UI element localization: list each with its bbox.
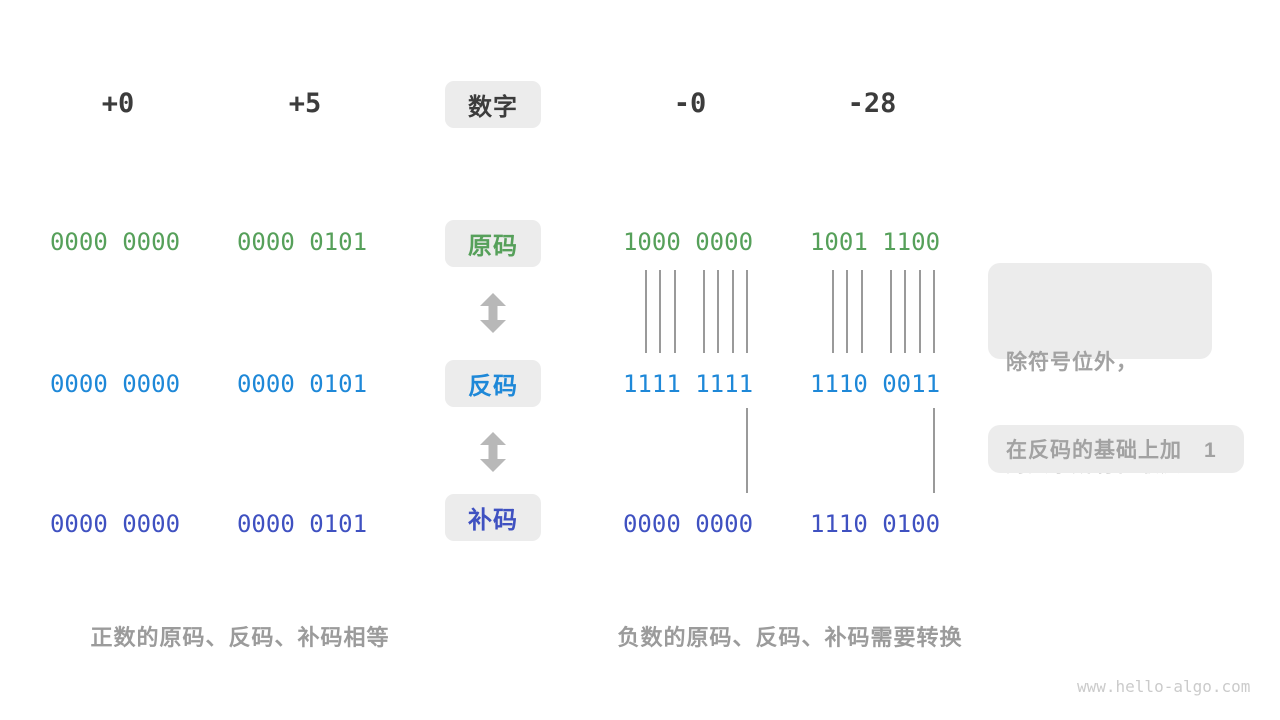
ones-complement-value-pos-zero: 0000 0000 (49, 370, 181, 398)
ones-complement-value-pos-five: 0000 0101 (236, 370, 368, 398)
watermark-url: www.hello-algo.com (1077, 677, 1251, 696)
invert-bits-note: 除符号位外， 对其余所有位取反 (988, 263, 1212, 476)
bit-connector-line (645, 270, 647, 353)
header-label-pos-five: +5 (288, 88, 322, 119)
bit-connector-line (746, 270, 748, 353)
bit-connector-line (703, 270, 705, 353)
bit-connector-line (919, 270, 921, 353)
positive-numbers-caption: 正数的原码、反码、补码相等 (90, 625, 390, 650)
bit-connector-line (832, 270, 834, 353)
sign-magnitude-value-pos-five: 0000 0101 (236, 228, 368, 256)
bit-connector-line (732, 270, 734, 353)
twos-complement-value-neg-28: 1110 0100 (809, 510, 941, 538)
twos-complement-value-pos-zero: 0000 0000 (49, 510, 181, 538)
header-label-neg-zero: -0 (673, 88, 707, 119)
ones-complement-tag-box: 反码 (445, 360, 541, 407)
add-one-note: 在反码的基础上加 1 (988, 425, 1244, 473)
sign-magnitude-value-neg-zero: 1000 0000 (622, 228, 754, 256)
invert-bits-note-line1: 除符号位外， (1006, 351, 1138, 374)
bit-connector-line (674, 270, 676, 353)
header-label-neg-28: -28 (847, 88, 897, 119)
bit-connector-line (933, 270, 935, 353)
number-tag-box: 数字 (445, 81, 541, 128)
up-down-arrow-icon (480, 432, 506, 472)
bit-connector-line (890, 270, 892, 353)
sign-magnitude-value-pos-zero: 0000 0000 (49, 228, 181, 256)
bit-connector-line (846, 270, 848, 353)
bit-connector-line (659, 270, 661, 353)
bit-connector-line (904, 270, 906, 353)
header-label-pos-zero: +0 (101, 88, 135, 119)
ones-complement-value-neg-28: 1110 0011 (809, 370, 941, 398)
sign-magnitude-tag-box: 原码 (445, 220, 541, 267)
negative-numbers-caption: 负数的原码、反码、补码需要转换 (617, 625, 963, 650)
bit-connector-line (717, 270, 719, 353)
twos-complement-value-pos-five: 0000 0101 (236, 510, 368, 538)
twos-complement-value-neg-zero: 0000 0000 (622, 510, 754, 538)
add-one-connector-line (746, 408, 748, 493)
twos-complement-tag-box: 补码 (445, 494, 541, 541)
sign-magnitude-value-neg-28: 1001 1100 (809, 228, 941, 256)
up-down-arrow-icon (480, 293, 506, 333)
ones-complement-value-neg-zero: 1111 1111 (622, 370, 754, 398)
add-one-connector-line (933, 408, 935, 493)
bit-connector-line (861, 270, 863, 353)
add-one-note-text: 在反码的基础上加 1 (1006, 439, 1217, 462)
